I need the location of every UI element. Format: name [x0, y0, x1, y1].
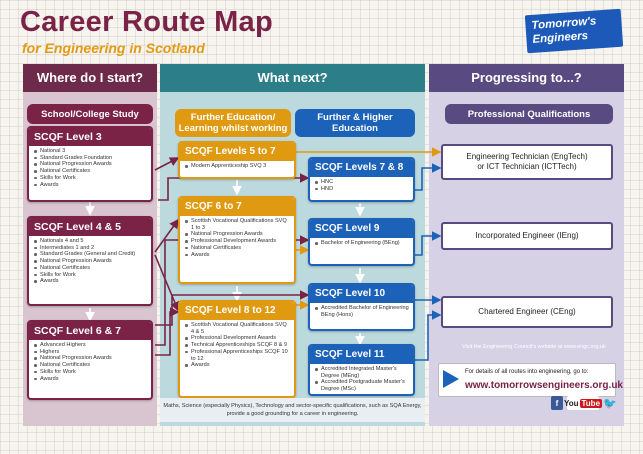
list-item: Standard Grades (General and Credit) — [34, 251, 147, 258]
he-box-3-title: SCQF Level 10 — [310, 285, 413, 303]
list-item: Awards — [185, 362, 290, 369]
list-item: Professional Development Awards — [185, 238, 290, 245]
list-item: Awards — [34, 278, 147, 285]
list-item: National 3 — [34, 148, 147, 155]
school-box-3: SCQF Level 6 & 7 Advanced Highers Higher… — [27, 320, 153, 400]
list-item: Awards — [185, 252, 290, 259]
list-item: National Progression Awards — [34, 355, 147, 362]
list-item: Intermediates 1 and 2 — [34, 245, 147, 252]
he-box-2-title: SCQF Level 9 — [310, 220, 413, 238]
school-box-1: SCQF Level 3 National 3 Standard Grades … — [27, 126, 153, 202]
list-item: Scottish Vocational Qualifications SVQ 1… — [185, 218, 290, 231]
column-header-progress: Progressing to...? — [429, 64, 624, 92]
he-box-4-title: SCQF Level 11 — [310, 346, 413, 364]
subhead-professional: Professional Qualifications — [445, 104, 613, 124]
prof-ceng: Chartered Engineer (CEng) — [441, 296, 613, 328]
twitter-icon[interactable]: 🐦 — [603, 397, 617, 410]
fe-box-1-title: SCQF Levels 5 to 7 — [180, 143, 294, 161]
column-header-next: What next? — [160, 64, 425, 92]
prof-engtech: Engineering Technician (EngTech) or ICT … — [441, 144, 613, 180]
list-item: Skills for Work — [34, 369, 147, 376]
he-box-1: SCQF Levels 7 & 8 HNC HND — [308, 157, 415, 202]
list-item: Bachelor of Engineering (BEng) — [315, 240, 409, 247]
list-item: Skills for Work — [34, 272, 147, 279]
subhead-school: School/College Study — [27, 104, 153, 124]
list-item: Nationals 4 and 5 — [34, 238, 147, 245]
list-item: National Progression Awards — [34, 161, 147, 168]
school-box-2-title: SCQF Level 4 & 5 — [29, 218, 151, 236]
youtube-tube-text: Tube — [579, 398, 603, 408]
he-box-3: SCQF Level 10 Accredited Bachelor of Eng… — [308, 283, 415, 331]
list-item: Modern Apprenticeship SVQ 3 — [185, 163, 290, 170]
school-box-2: SCQF Level 4 & 5 Nationals 4 and 5 Inter… — [27, 216, 153, 306]
list-item: Highers — [34, 349, 147, 356]
arrow-icon — [443, 370, 459, 388]
footer-note: Maths, Science (especially Physics), Tec… — [160, 398, 425, 422]
list-item: National Certificates — [34, 168, 147, 175]
subhead-higher-education: Further & Higher Education — [295, 109, 415, 137]
facebook-icon[interactable]: f — [551, 396, 563, 410]
school-box-1-title: SCQF Level 3 — [29, 128, 151, 146]
list-item: Standard Grades Foundation — [34, 155, 147, 162]
list-item: Scottish Vocational Qualifications SVQ 4… — [185, 322, 290, 335]
column-header-start: Where do I start? — [23, 64, 157, 92]
callout-url-link[interactable]: www.tomorrowsengineers.org.uk — [465, 380, 623, 391]
page-subtitle: for Engineering in Scotland — [22, 40, 205, 56]
list-item: Advanced Highers — [34, 342, 147, 349]
list-item: National Progression Awards — [34, 258, 147, 265]
list-item: National Progression Awards — [185, 231, 290, 238]
fe-box-1: SCQF Levels 5 to 7 Modern Apprenticeship… — [178, 141, 296, 179]
callout-text: For details of all routes into engineeri… — [465, 369, 589, 375]
fe-box-3: SCQF Level 8 to 12 Scottish Vocational Q… — [178, 300, 296, 398]
website-callout: For details of all routes into engineeri… — [438, 363, 623, 397]
list-item: Awards — [34, 182, 147, 189]
list-item: Accredited Postgraduate Master's Degree … — [315, 379, 409, 392]
he-box-1-title: SCQF Levels 7 & 8 — [310, 159, 413, 177]
list-item: Awards — [34, 376, 147, 383]
engineering-council-note: Visit the Engineering Council's website … — [462, 344, 606, 350]
list-item: National Certificates — [34, 362, 147, 369]
page-title: Career Route Map — [20, 6, 273, 38]
list-item: HNC — [315, 179, 409, 186]
list-item: HND — [315, 186, 409, 193]
list-item: Accredited Bachelor of Engineering BEng … — [315, 305, 409, 318]
list-item: National Certificates — [185, 245, 290, 252]
he-box-4: SCQF Level 11 Accredited Integrated Mast… — [308, 344, 415, 396]
fe-box-3-title: SCQF Level 8 to 12 — [180, 302, 294, 320]
fe-box-2: SCQF 6 to 7 Scottish Vocational Qualific… — [178, 196, 296, 284]
list-item: National Certificates — [34, 265, 147, 272]
list-item: Accredited Integrated Master's Degree (M… — [315, 366, 409, 379]
subhead-further-education: Further Education/ Learning whilst worki… — [175, 109, 291, 137]
fe-box-2-title: SCQF 6 to 7 — [180, 198, 294, 216]
list-item: Skills for Work — [34, 175, 147, 182]
youtube-text: You — [563, 398, 579, 408]
prof-ieng: Incorporated Engineer (IEng) — [441, 222, 613, 250]
school-box-3-title: SCQF Level 6 & 7 — [29, 322, 151, 340]
list-item: Technical Apprenticeships SCQF 8 & 9 — [185, 342, 290, 349]
list-item: Professional Development Awards — [185, 335, 290, 342]
list-item: Professional Apprenticeships SCQF 10 to … — [185, 349, 290, 362]
he-box-2: SCQF Level 9 Bachelor of Engineering (BE… — [308, 218, 415, 266]
